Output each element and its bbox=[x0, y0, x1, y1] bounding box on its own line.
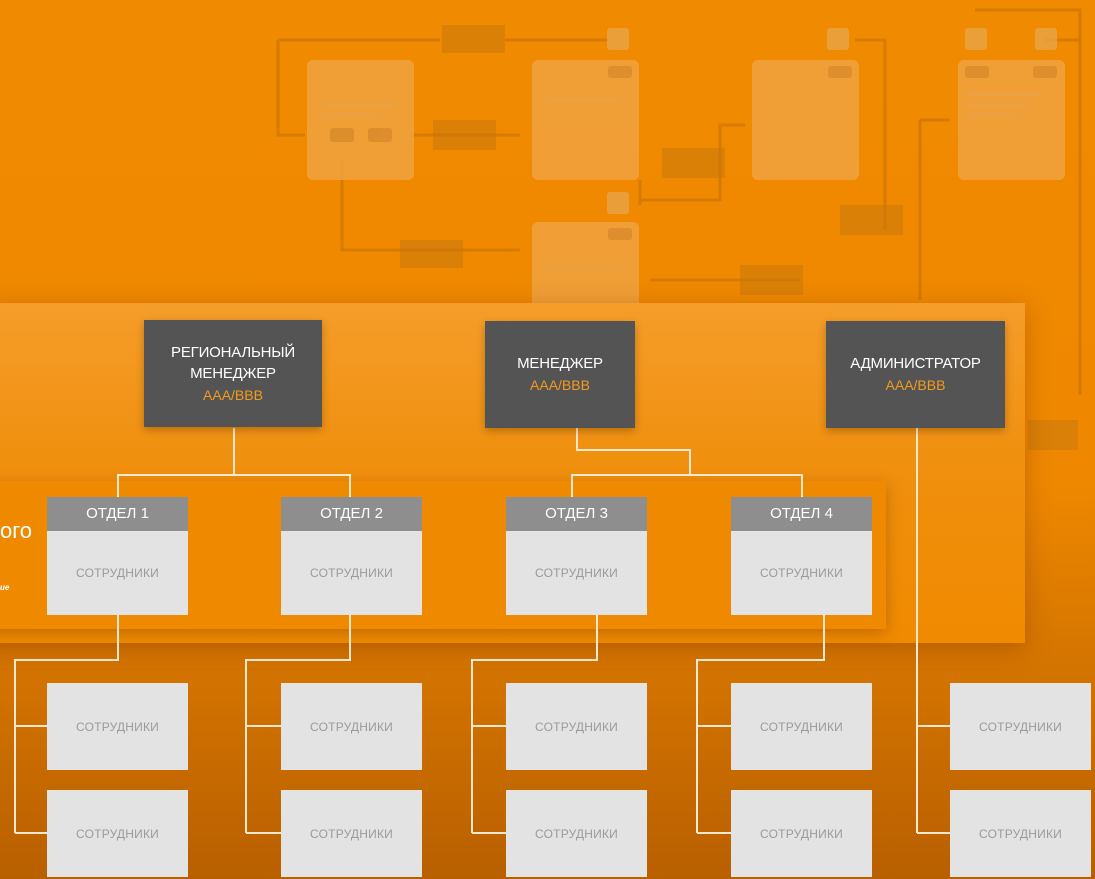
department-2-header: ОТДЕЛ 2 bbox=[281, 497, 422, 531]
role-title-line1: АДМИНИСТРАТОР bbox=[850, 355, 981, 372]
department-1-header: ОТДЕЛ 1 bbox=[47, 497, 188, 531]
fragment-text: ие bbox=[0, 583, 10, 592]
staff-box-admin-b: СОТРУДНИКИ bbox=[950, 790, 1091, 877]
department-4-staff: СОТРУДНИКИ bbox=[731, 531, 872, 615]
role-administrator: АДМИНИСТРАТОР AAA/BBB bbox=[826, 321, 1005, 428]
role-regional-manager: РЕГИОНАЛЬНЫЙ МЕНЕДЖЕР AAA/BBB bbox=[144, 320, 322, 427]
staff-box-1b: СОТРУДНИКИ bbox=[47, 790, 188, 877]
staff-box-4a: СОТРУДНИКИ bbox=[731, 683, 872, 770]
staff-box-2a: СОТРУДНИКИ bbox=[281, 683, 422, 770]
role-subtitle: AAA/BBB bbox=[530, 377, 590, 393]
staff-box-4b: СОТРУДНИКИ bbox=[731, 790, 872, 877]
fragment-title: ого bbox=[0, 518, 33, 543]
department-3-header: ОТДЕЛ 3 bbox=[506, 497, 647, 531]
role-manager: МЕНЕДЖЕР AAA/BBB bbox=[485, 321, 635, 428]
role-title-line1: МЕНЕДЖЕР bbox=[517, 355, 603, 372]
staff-box-1a: СОТРУДНИКИ bbox=[47, 683, 188, 770]
role-subtitle: AAA/BBB bbox=[885, 377, 946, 393]
role-title-line2: МЕНЕДЖЕР bbox=[190, 364, 276, 382]
staff-box-3b: СОТРУДНИКИ bbox=[506, 790, 647, 877]
staff-box-admin-a: СОТРУДНИКИ bbox=[950, 683, 1091, 770]
department-1-staff: СОТРУДНИКИ bbox=[47, 531, 188, 615]
department-2-staff: СОТРУДНИКИ bbox=[281, 531, 422, 615]
staff-box-2b: СОТРУДНИКИ bbox=[281, 790, 422, 877]
role-title-line1: РЕГИОНАЛЬНЫЙ bbox=[171, 343, 295, 361]
role-subtitle: AAA/BBB bbox=[203, 386, 263, 403]
staff-box-3a: СОТРУДНИКИ bbox=[506, 683, 647, 770]
department-4-header: ОТДЕЛ 4 bbox=[731, 497, 872, 531]
department-3-staff: СОТРУДНИКИ bbox=[506, 531, 647, 615]
